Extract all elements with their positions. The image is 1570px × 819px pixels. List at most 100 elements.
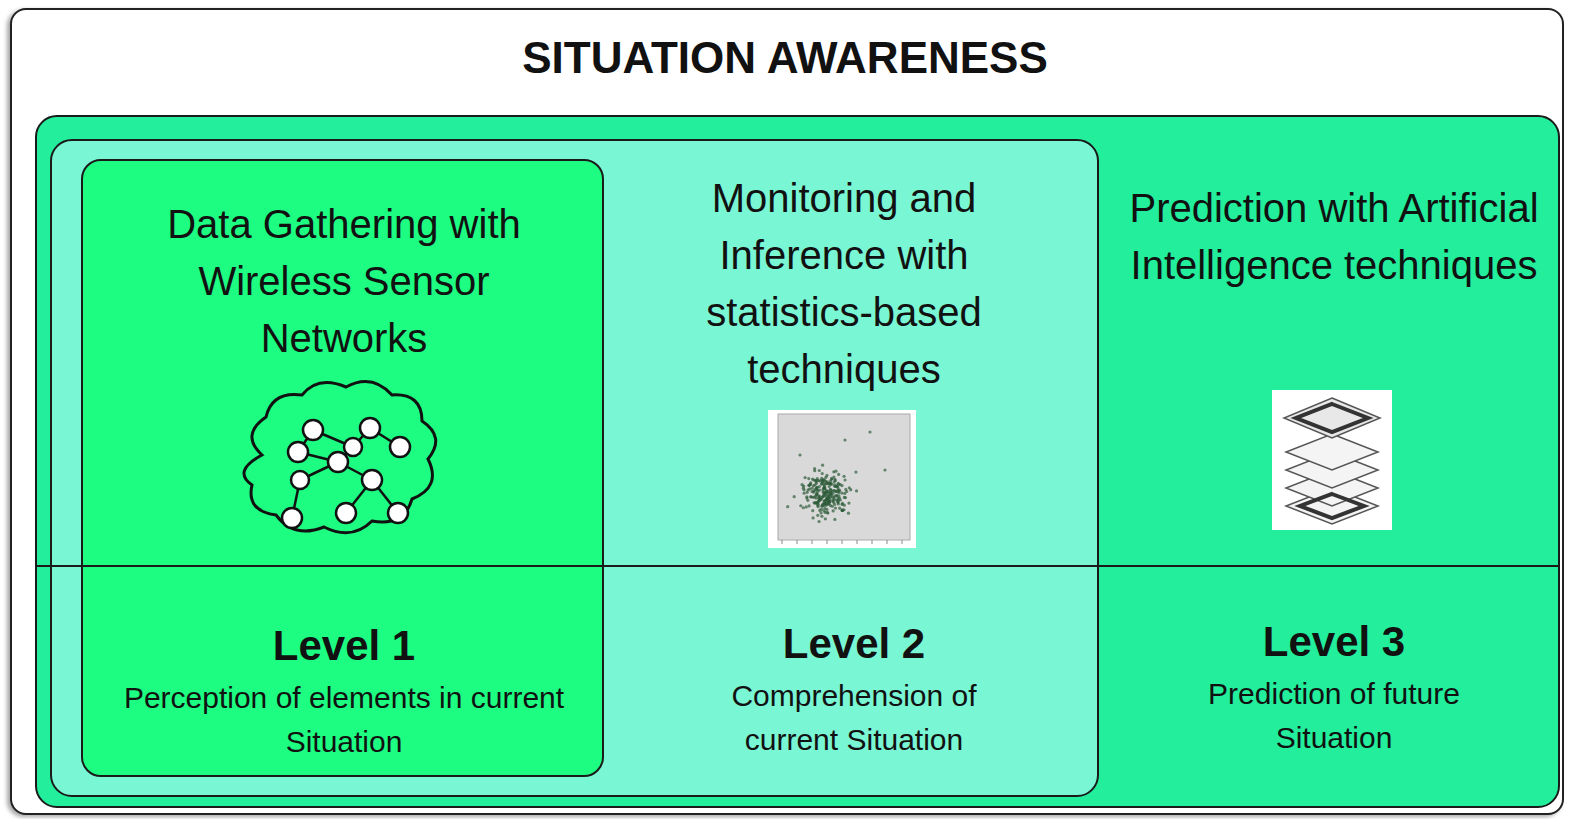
scatter-dot — [815, 501, 818, 504]
scatter-dot — [822, 491, 825, 494]
level-description: Comprehension of current Situation — [689, 674, 1019, 762]
scatter-dot — [823, 487, 826, 490]
scatter-dot — [821, 488, 824, 491]
scatter-dot — [820, 479, 823, 482]
scatter-dot — [824, 476, 827, 479]
scatter-dot — [836, 485, 839, 488]
scatter-dot — [833, 478, 836, 481]
scatter-dot — [840, 509, 843, 512]
scatter-dot — [855, 489, 858, 492]
scatter-dot — [809, 495, 812, 498]
scatter-dot — [826, 490, 829, 493]
scatter-dot — [817, 496, 820, 499]
scatter-dot — [812, 484, 815, 487]
scatter-dot — [816, 492, 819, 495]
scatter-dot — [827, 502, 830, 505]
scatter-dot — [825, 482, 828, 485]
scatter-dot — [822, 486, 825, 489]
scatter-dot — [826, 511, 829, 514]
scatter-dot — [837, 483, 840, 486]
scatter-dot — [817, 520, 820, 523]
scatter-dot — [826, 500, 829, 503]
scatter-dot — [815, 486, 818, 489]
scatter-dot — [818, 485, 821, 488]
scatter-dot — [802, 506, 805, 509]
scatter-dot — [816, 504, 819, 507]
scatter-dot — [838, 497, 841, 500]
scatter-dot — [813, 489, 816, 492]
level-label: Level 2 — [704, 619, 1004, 669]
scatter-dot — [835, 499, 838, 502]
scatter-dot — [817, 503, 820, 506]
scatter-dot — [836, 497, 839, 500]
scatter-dot — [831, 505, 834, 508]
scatter-dot — [823, 499, 826, 502]
scatter-dot — [843, 478, 846, 481]
scatter-dot — [818, 499, 821, 502]
scatter-dot — [839, 483, 842, 486]
scatter-dot — [820, 482, 823, 485]
scatter-dot — [832, 475, 835, 478]
scatter-dot — [829, 491, 832, 494]
scatter-dot — [816, 488, 819, 491]
scatter-dot — [822, 478, 825, 481]
scatter-dot — [813, 483, 816, 486]
scatter-dot — [805, 495, 808, 498]
technique-heading: Data Gathering with Wireless Sensor Netw… — [122, 196, 567, 367]
scatter-dot — [818, 479, 821, 482]
scatter-dot — [813, 469, 816, 472]
scatter-dot — [814, 494, 817, 497]
scatter-dot — [840, 484, 843, 487]
scatter-dot — [840, 492, 843, 495]
scatter-dot — [802, 485, 805, 488]
scatter-dot — [812, 478, 815, 481]
scatter-dot — [823, 502, 826, 505]
scatter-dot — [828, 498, 831, 501]
scatter-dot — [817, 494, 820, 497]
level-label: Level 1 — [194, 621, 494, 671]
scatter-dot — [822, 500, 825, 503]
scatter-dot — [817, 499, 820, 502]
scatter-dot — [854, 471, 857, 474]
scatter-dot — [814, 479, 817, 482]
scatter-dot — [831, 498, 834, 501]
scatter-dot — [843, 492, 846, 495]
scatter-dot — [832, 489, 835, 492]
scatter-plot-icon — [768, 410, 916, 548]
scatter-dot — [834, 485, 837, 488]
scatter-dot — [820, 496, 823, 499]
scatter-dot — [817, 505, 820, 508]
scatter-dot — [823, 507, 826, 510]
scatter-dot — [830, 477, 833, 480]
scatter-dot — [829, 494, 832, 497]
scatter-dot — [786, 505, 789, 508]
scatter-dot — [799, 504, 802, 507]
scatter-dot — [813, 501, 816, 504]
scatter-dot — [829, 500, 832, 503]
scatter-dot — [823, 479, 826, 482]
scatter-dot — [828, 485, 831, 488]
scatter-dot — [793, 495, 796, 498]
scatter-dot — [833, 484, 836, 487]
scatter-dot — [805, 496, 808, 499]
scatter-dot — [837, 499, 840, 502]
scatter-dot — [816, 490, 819, 493]
scatter-dot — [844, 488, 847, 491]
scatter-dot — [837, 491, 840, 494]
scatter-dot — [823, 486, 826, 489]
scatter-dot — [824, 511, 827, 514]
scatter-dot — [845, 490, 848, 493]
scatter-dot — [832, 501, 835, 504]
scatter-dot — [822, 504, 825, 507]
scatter-dot — [828, 482, 831, 485]
scatter-dot — [822, 483, 825, 486]
scatter-dot — [828, 500, 831, 503]
scatter-dot — [814, 497, 817, 500]
scatter-dot — [815, 487, 818, 490]
scatter-dot — [807, 477, 810, 480]
scatter-dot — [809, 495, 812, 498]
scatter-dot — [798, 453, 801, 456]
scatter-dot — [830, 483, 833, 486]
scatter-dot — [823, 484, 826, 487]
scatter-dot — [823, 502, 826, 505]
